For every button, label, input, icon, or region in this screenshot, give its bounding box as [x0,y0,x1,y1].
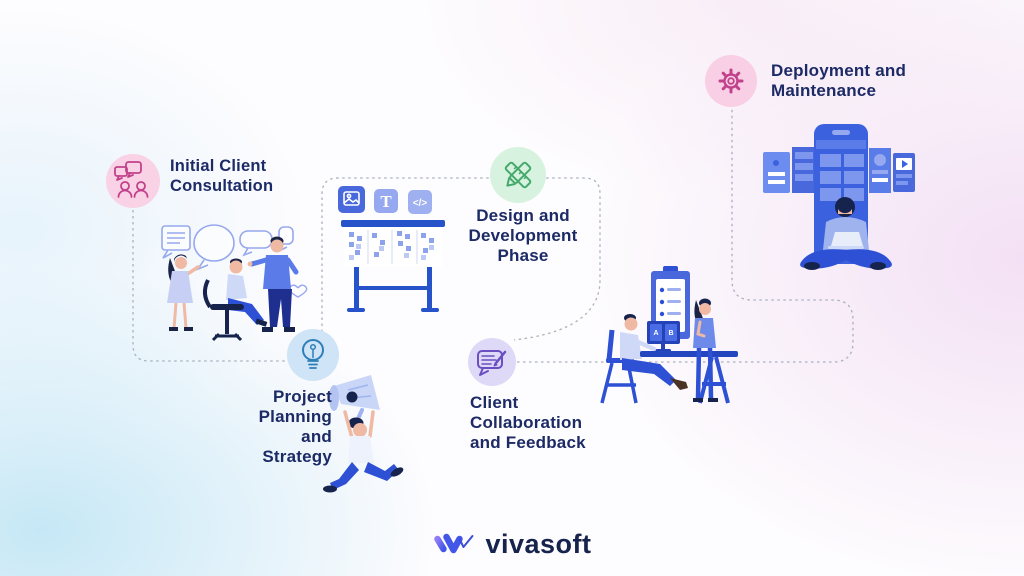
stage-label-line: Phase [497,246,549,265]
stage-label-line: Initial Client [170,157,267,175]
vivasoft-logo-mark [434,533,474,554]
ab-test-label-b: B [668,330,673,337]
stage-label-design-development: Design and Development Phase [438,206,608,266]
client-meeting-desk-illustration: A B [600,266,738,404]
process-connector-lines [132,108,854,363]
connector-stage2-stage4 [321,177,601,344]
image-tool-icon [343,191,360,206]
kanban-whiteboard-illustration: T </> [338,186,445,312]
team-discussion-illustration [161,224,308,342]
stage-circle-project-planning [287,329,339,381]
stage-label-initial-client-consultation: Initial Client Consultation [170,156,273,196]
connector-stage4-stage5 [517,108,854,363]
lightbulb-icon [302,339,324,369]
vivasoft-logo-text: vivasoft [485,529,592,559]
design-tools-icon [504,161,532,189]
stage-circle-design-development [490,147,546,203]
stage-label-deployment-maintenance: Deployment and Maintenance [771,61,906,101]
ab-test-label-a: A [653,330,658,337]
stage-label-line: and [301,427,332,446]
stage-label-line: Maintenance [771,81,877,100]
stage-circle-deployment-maintenance [705,55,757,107]
feedback-icon [477,350,507,376]
vivasoft-logo: vivasoft [432,529,591,560]
stage-label-line: Deployment and [771,61,907,80]
runner-with-megaphone-illustration [323,375,404,493]
stage-label-project-planning: Project Planning and Strategy [222,387,332,467]
code-tool-icon: </> [413,198,428,209]
stage-label-line: Collaboration [470,413,583,432]
stage-label-line: Planning [258,407,332,426]
stage-label-line: and Feedback [470,433,586,452]
developer-with-devices-illustration [763,124,915,270]
stage-label-line: Client [470,393,519,412]
stage-label-line: Strategy [262,447,332,466]
stage-circles [106,55,757,386]
stage-label-client-collaboration: Client Collaboration and Feedback [470,393,586,453]
text-tool-icon: T [380,192,392,211]
stage-label-line: Design and [476,206,570,225]
stage-circle-client-collaboration [468,338,516,386]
people-chat-icon [114,161,149,198]
stage-label-line: Project [272,387,332,406]
stage-label-line: Development [468,226,578,245]
stage-circle-initial-client-consultation [106,154,160,208]
stage-label-line: Consultation [170,177,274,195]
gear-icon [718,68,744,94]
